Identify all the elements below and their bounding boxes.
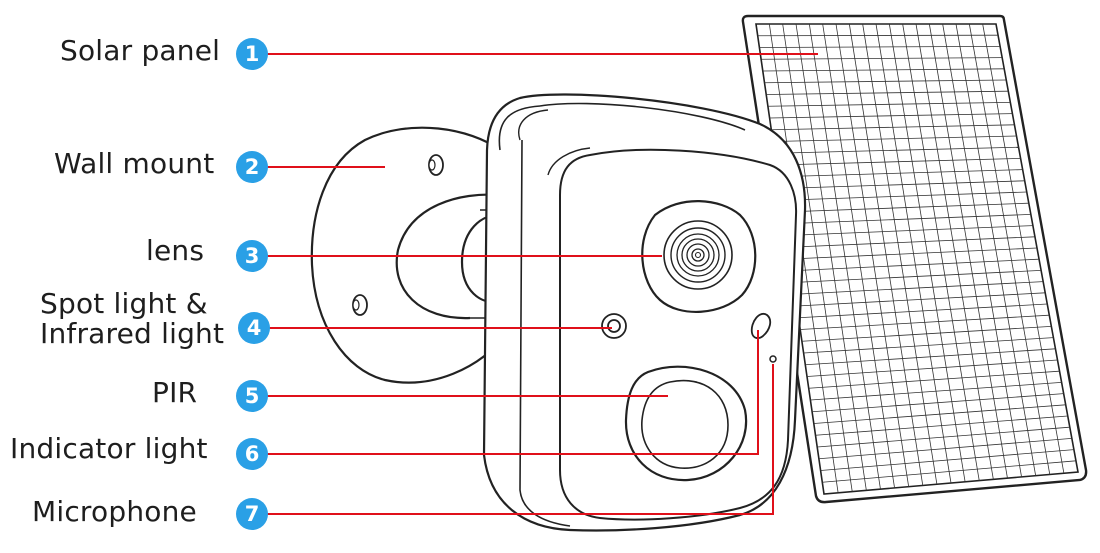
label-solar-panel: Solar panel	[60, 34, 221, 67]
panel-grid-row-line	[806, 359, 1058, 377]
indicator-light-illustration	[750, 312, 772, 340]
panel-grid-row-line	[810, 382, 1062, 401]
panel-grid-row-line	[798, 303, 1048, 319]
panel-grid-row-line	[818, 438, 1072, 460]
panel-grid-row-line	[778, 169, 1023, 178]
leader-line-7	[267, 364, 774, 515]
panel-grid-row-line	[771, 124, 1015, 131]
lens-illustration	[641, 200, 757, 313]
solar-panel	[741, 14, 1088, 504]
callout-badge-7: 7	[236, 498, 268, 530]
panel-grid-row-line	[784, 214, 1031, 225]
panel-grid-row-line	[757, 34, 999, 37]
leader-lines	[267, 53, 818, 515]
panel-grid-row-line	[774, 146, 1019, 154]
callout-badge-1: 1	[236, 38, 268, 70]
panel-grid-row-line	[820, 449, 1074, 471]
callout-badge-3: 3	[236, 240, 268, 272]
panel-grid-row-line	[817, 426, 1070, 448]
panel-grid-row-line	[776, 158, 1021, 166]
panel-grid-row-line	[815, 415, 1068, 436]
panel-grid-row-line	[788, 236, 1035, 248]
panel-grid-row-line	[761, 57, 1003, 60]
label-microphone: Microphone	[32, 495, 197, 528]
panel-grid-row-line	[764, 79, 1007, 84]
panel-grid-row-line	[779, 180, 1025, 189]
panel-grid-row-line	[766, 90, 1009, 95]
panel-grid-row-line	[783, 202, 1029, 213]
microphone-illustration	[769, 355, 777, 363]
leader-line-6	[267, 330, 759, 455]
callout-badge-6: 6	[236, 438, 268, 470]
label-spot-light-line1: Spot light &	[40, 287, 208, 320]
callout-badge-4: 4	[238, 312, 270, 344]
panel-grid-row-line	[795, 281, 1044, 295]
panel-grid-row-line	[801, 326, 1052, 342]
panel-grid-row-line	[803, 337, 1054, 354]
panel-grid-row-line	[769, 113, 1013, 119]
spot-light-illustration	[601, 313, 627, 339]
label-pir: PIR	[152, 376, 198, 409]
panel-grid-row-line	[800, 314, 1050, 330]
panel-grid-row-line	[808, 370, 1060, 389]
panel-grid-row-line	[789, 247, 1038, 260]
panel-grid-row-line	[762, 68, 1005, 72]
panel-grid-row-line	[796, 292, 1046, 307]
panel-grid-row-line	[791, 258, 1040, 272]
label-spot-light-line2: Infrared light	[40, 317, 225, 350]
callout-badge-2: 2	[236, 151, 268, 183]
label-indicator-light: Indicator light	[10, 432, 208, 465]
label-wall-mount: Wall mount	[54, 147, 215, 180]
panel-grid-row-line	[812, 393, 1064, 413]
panel-grid-row-line	[793, 270, 1042, 283]
panel-grid-row-line	[786, 225, 1033, 236]
panel-grid-row-line	[822, 460, 1076, 483]
panel-grid-row-line	[781, 191, 1027, 201]
panel-grid-row-line	[767, 102, 1011, 107]
panel-grid-row-line	[772, 135, 1017, 142]
panel-grid-row-line	[805, 348, 1056, 366]
panel-grid-row-line	[813, 404, 1066, 424]
panel-grid-row-line	[759, 46, 1001, 48]
pir-sensor-illustration	[624, 365, 748, 482]
callout-badge-5: 5	[236, 380, 268, 412]
label-lens: lens	[146, 234, 205, 267]
